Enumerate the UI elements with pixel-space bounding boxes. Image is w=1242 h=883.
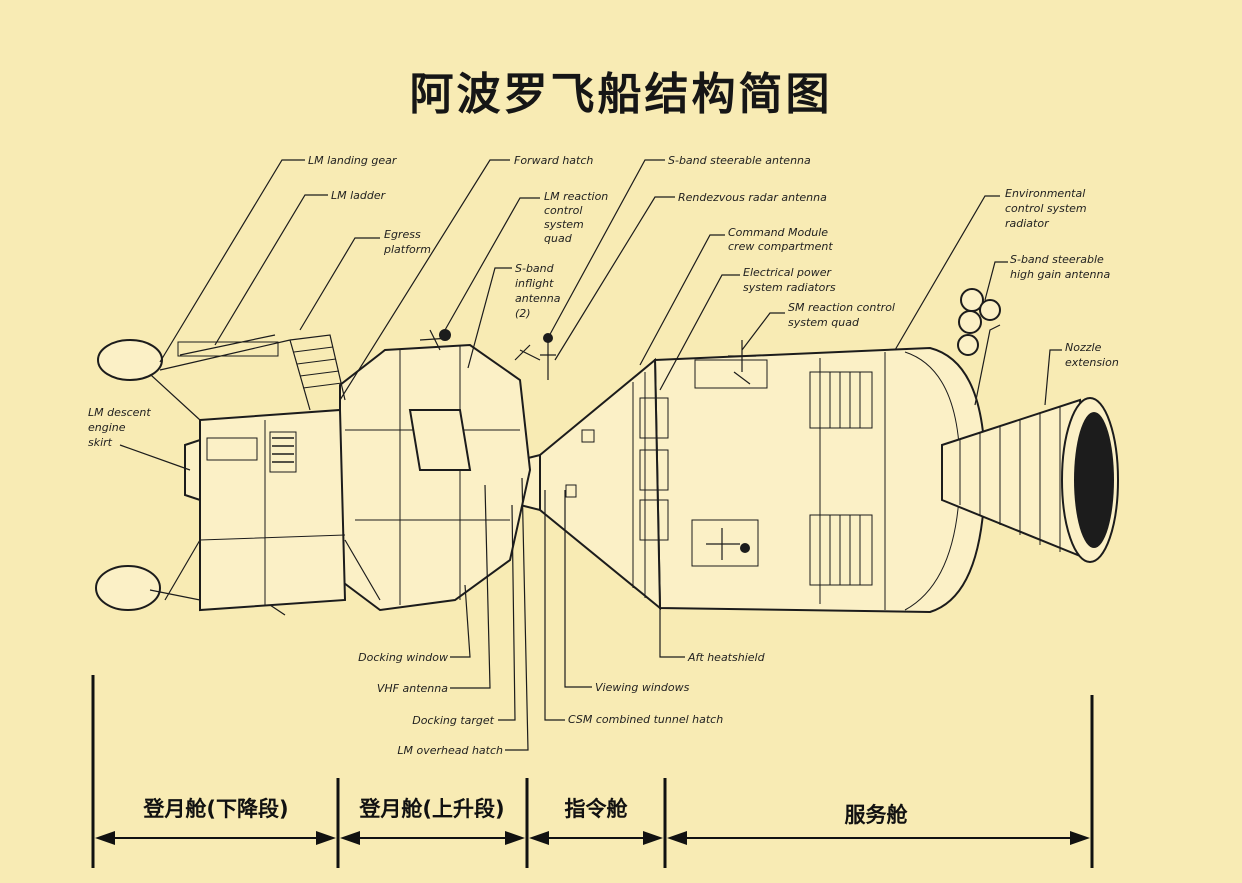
command-module-drawing <box>519 357 669 611</box>
section-command-module: 指令舱 <box>565 797 629 821</box>
section-lm-ascent: 登月舱(上升段) <box>358 797 504 821</box>
label-docking-target: Docking target <box>412 714 494 727</box>
label-rendezvous-radar: Rendezvous radar antenna <box>678 191 827 204</box>
label-high-gain-2: high gain antenna <box>1010 268 1110 281</box>
label-s-band-steerable: S-band steerable antenna <box>668 154 811 167</box>
part-labels: LM landing gear LM ladder Egress platfor… <box>88 154 1119 757</box>
label-lm-rcs-4: quad <box>544 232 573 245</box>
label-lm-rcs-2: control <box>544 204 582 217</box>
label-s-band-inflight-4: (2) <box>515 307 531 320</box>
section-service-module: 服务舱 <box>845 803 909 827</box>
engine-nozzle-drawing <box>941 397 1119 563</box>
service-module-drawing <box>653 340 987 614</box>
label-env-radiator-3: radiator <box>1005 217 1050 230</box>
label-lm-rcs-1: LM reaction <box>544 190 608 203</box>
label-s-band-inflight-1: S-band <box>515 262 555 275</box>
label-descent-skirt-1: LM descent <box>88 406 151 419</box>
label-lm-landing-gear: LM landing gear <box>308 154 398 167</box>
page-title: 阿波罗飞船结构简图 <box>409 69 833 120</box>
label-aft-heatshield: Aft heatshield <box>687 651 766 664</box>
label-descent-skirt-3: skirt <box>88 436 113 449</box>
label-eps-radiators-1: Electrical power <box>743 266 833 279</box>
label-egress-platform-2: platform <box>383 243 431 256</box>
label-cm-crew-2: crew compartment <box>728 240 833 253</box>
label-egress-platform-1: Egress <box>384 228 421 241</box>
label-vhf-antenna: VHF antenna <box>377 682 448 695</box>
label-docking-window: Docking window <box>358 651 448 664</box>
label-nozzle-1: Nozzle <box>1065 341 1102 354</box>
label-lm-ladder: LM ladder <box>331 189 387 202</box>
label-nozzle-2: extension <box>1065 356 1119 369</box>
lm-descent-stage-drawing <box>95 334 381 616</box>
label-high-gain-1: S-band steerable <box>1010 253 1104 266</box>
label-lm-overhead-hatch: LM overhead hatch <box>397 744 503 757</box>
label-descent-skirt-2: engine <box>88 421 126 434</box>
label-env-radiator-1: Environmental <box>1005 187 1085 200</box>
leader-lines <box>119 159 1062 751</box>
label-env-radiator-2: control system <box>1005 202 1087 215</box>
label-eps-radiators-2: system radiators <box>743 281 836 294</box>
label-sm-rcs-2: system quad <box>788 316 860 329</box>
label-s-band-inflight-2: inflight <box>515 277 554 290</box>
section-brackets: 登月舱(下降段) 登月舱(上升段) 指令舱 服务舱 <box>91 675 1094 868</box>
label-lm-rcs-3: system <box>544 218 584 231</box>
section-lm-descent: 登月舱(下降段) <box>142 797 288 821</box>
label-sm-rcs-1: SM reaction control <box>788 301 895 314</box>
high-gain-antenna-drawing <box>957 288 1001 406</box>
label-s-band-inflight-3: antenna <box>515 292 561 305</box>
label-cm-crew-1: Command Module <box>728 226 828 239</box>
label-forward-hatch: Forward hatch <box>514 154 593 167</box>
lm-ascent-stage-drawing <box>339 329 556 612</box>
label-viewing-windows: Viewing windows <box>595 681 690 694</box>
label-csm-tunnel-hatch: CSM combined tunnel hatch <box>568 713 723 726</box>
